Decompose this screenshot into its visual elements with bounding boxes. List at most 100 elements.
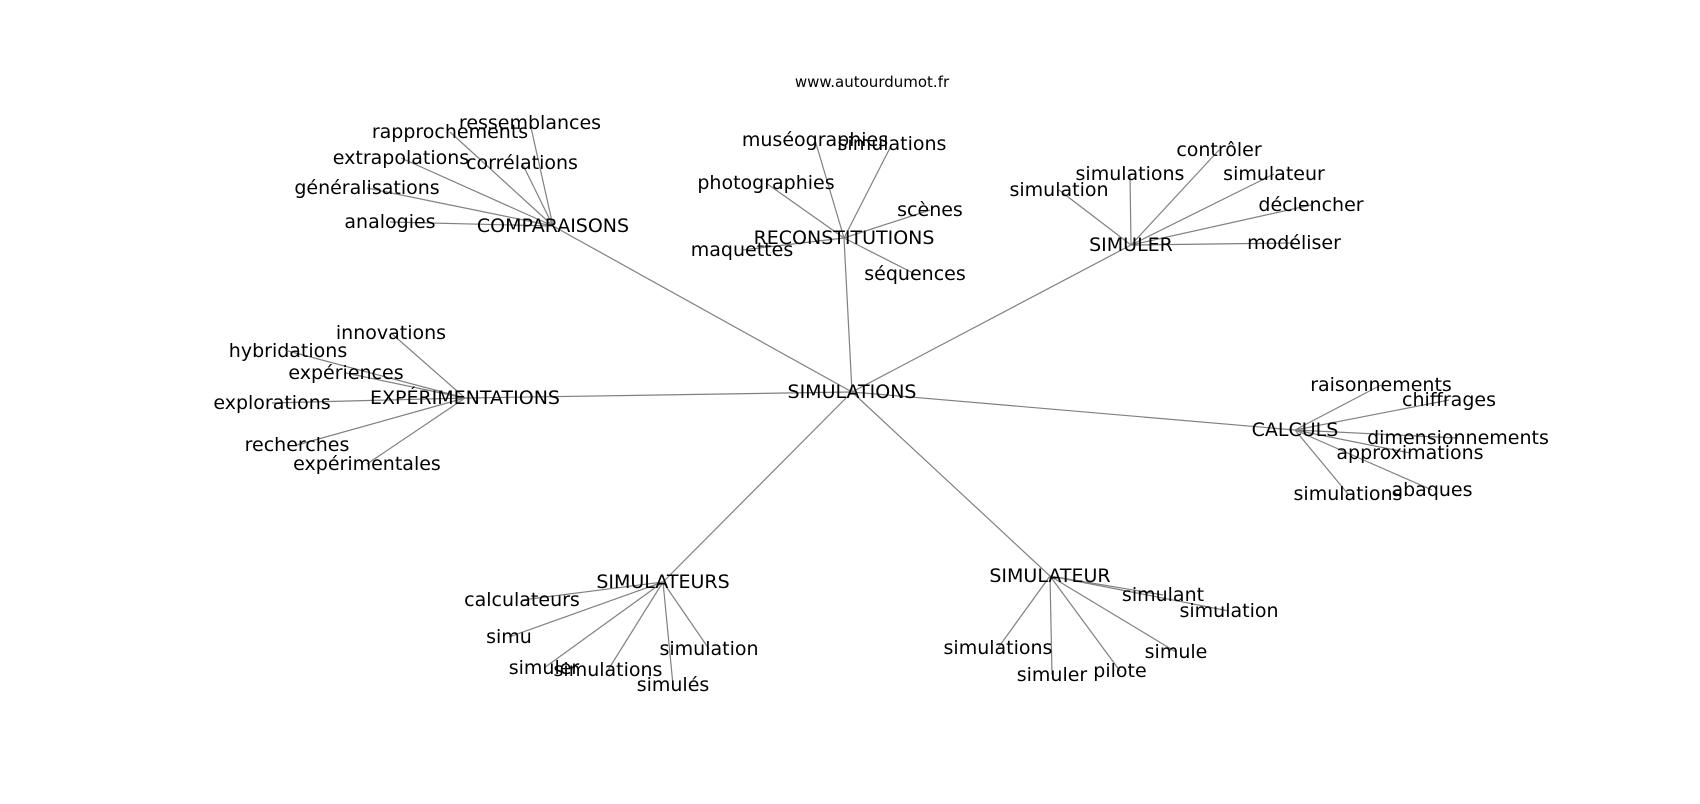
leaf-node-reconstitutions[interactable]: simulations: [838, 133, 947, 155]
edge-center-simuler: [851, 244, 1132, 393]
edge-comparaisons-leaf: [521, 162, 554, 227]
leaf-node-simulateurs[interactable]: simulation: [659, 638, 758, 660]
leaf-node-experimentations[interactable]: expériences: [288, 362, 403, 384]
edge-calculs-leaf: [1294, 429, 1411, 454]
edge-simulateur-leaf: [1049, 575, 1230, 612]
edge-calculs-leaf: [1294, 399, 1450, 431]
leaf-node-comparaisons[interactable]: généralisations: [294, 177, 439, 199]
leaf-node-comparaisons[interactable]: analogies: [344, 211, 435, 233]
leaf-node-simulateur[interactable]: simuler: [1017, 664, 1088, 686]
leaf-node-reconstitutions[interactable]: muséographies: [742, 129, 888, 151]
edge-comparaisons-leaf: [366, 187, 554, 227]
edge-comparaisons-leaf: [400, 157, 554, 227]
edge-simuler-leaf: [1130, 242, 1295, 246]
hub-node-calculs[interactable]: CALCULS: [1252, 419, 1339, 441]
edge-reconstitutions-leaf: [741, 237, 845, 251]
leaf-node-calculs[interactable]: raisonnements: [1310, 374, 1452, 396]
edge-comparaisons-leaf: [449, 131, 554, 227]
edge-simuler-leaf: [1129, 173, 1132, 246]
edge-simuler-leaf: [1058, 189, 1132, 246]
leaf-node-comparaisons[interactable]: ressemblances: [459, 112, 601, 134]
edge-reconstitutions-leaf: [814, 139, 845, 239]
leaf-node-experimentations[interactable]: hybridations: [229, 340, 347, 362]
edge-comparaisons-leaf: [389, 221, 554, 227]
leaf-node-calculs[interactable]: abaques: [1391, 479, 1472, 501]
edge-center-experimentations: [464, 391, 853, 399]
edge-reconstitutions-leaf: [765, 182, 845, 239]
leaf-node-simulateurs[interactable]: simu: [486, 626, 532, 648]
edge-center-calculs: [851, 391, 1296, 431]
leaf-node-calculs[interactable]: chiffrages: [1402, 389, 1496, 411]
edge-experimentations-leaf: [271, 397, 466, 404]
hub-node-comparaisons[interactable]: COMPARAISONS: [477, 215, 629, 237]
edge-simulateurs-leaf: [607, 581, 664, 671]
edge-calculs-leaf: [1294, 429, 1349, 495]
leaf-node-experimentations[interactable]: expérimentales: [293, 453, 441, 475]
edge-layer: [271, 122, 1459, 686]
leaf-node-calculs[interactable]: simulations: [1294, 483, 1403, 505]
leaf-node-simuler[interactable]: simulateur: [1223, 163, 1325, 185]
edge-simulateurs-leaf: [508, 581, 664, 638]
edge-simulateur-leaf: [997, 575, 1051, 649]
edge-center-simulateurs: [662, 391, 853, 583]
leaf-node-comparaisons[interactable]: corrélations: [466, 152, 578, 174]
edge-simuler-leaf: [1130, 149, 1220, 246]
edge-reconstitutions-leaf: [843, 143, 893, 239]
leaf-node-comparaisons[interactable]: rapprochements: [372, 121, 528, 143]
leaf-node-simuler[interactable]: contrôler: [1176, 139, 1262, 161]
leaf-node-simulateur[interactable]: simule: [1145, 641, 1208, 663]
hub-node-experimentations[interactable]: EXPÉRIMENTATIONS: [370, 386, 560, 409]
leaf-node-calculs[interactable]: dimensionnements: [1367, 427, 1549, 449]
watermark-text: www.autourdumot.fr: [795, 73, 950, 91]
edge-simulateurs-leaf: [662, 581, 674, 686]
center-node-label[interactable]: SIMULATIONS: [788, 381, 917, 403]
leaf-node-reconstitutions[interactable]: séquences: [864, 263, 965, 285]
leaf-node-reconstitutions[interactable]: maquettes: [691, 239, 793, 261]
leaf-node-experimentations[interactable]: recherches: [245, 434, 350, 456]
edge-simuler-leaf: [1130, 204, 1312, 246]
edge-center-comparaisons: [552, 225, 853, 393]
leaf-node-reconstitutions[interactable]: photographies: [697, 172, 834, 194]
edge-simulateurs-leaf: [662, 581, 710, 650]
hub-node-reconstitutions[interactable]: RECONSTITUTIONS: [754, 227, 935, 249]
leaf-node-experimentations[interactable]: innovations: [336, 322, 446, 344]
leaf-node-simulateurs[interactable]: simuler: [509, 657, 580, 679]
edge-simulateur-leaf: [1049, 575, 1121, 672]
leaf-node-simuler[interactable]: simulations: [1076, 163, 1185, 185]
leaf-node-simulateur[interactable]: pilote: [1093, 660, 1146, 682]
edge-experimentations-leaf: [390, 332, 466, 399]
edge-experimentations-leaf: [296, 397, 466, 446]
leaf-node-comparaisons[interactable]: extrapolations: [333, 147, 469, 169]
edge-comparaisons-leaf: [529, 122, 554, 227]
leaf-node-simuler[interactable]: simulation: [1009, 179, 1108, 201]
edge-calculs-leaf: [1294, 429, 1459, 439]
edge-calculs-leaf: [1294, 384, 1382, 431]
leaf-node-simulateurs[interactable]: simulations: [554, 659, 663, 681]
label-layer: SIMULATIONS COMPARAISONS ressemblancesrapp…: [213, 112, 1549, 696]
leaf-node-simulateur[interactable]: simulations: [944, 637, 1053, 659]
hub-node-simuler[interactable]: SIMULER: [1089, 234, 1173, 256]
leaf-node-experimentations[interactable]: explorations: [213, 392, 330, 414]
leaf-node-simulateur[interactable]: simulant: [1122, 584, 1204, 606]
leaf-node-simulateur[interactable]: simulation: [1179, 600, 1278, 622]
edge-experimentations-leaf: [366, 397, 466, 465]
edge-calculs-leaf: [1294, 429, 1433, 491]
hub-node-simulateurs[interactable]: SIMULATEURS: [596, 571, 729, 593]
leaf-node-reconstitutions[interactable]: scènes: [897, 199, 963, 221]
leaf-node-simulateurs[interactable]: simulés: [637, 674, 710, 696]
leaf-node-calculs[interactable]: approximations: [1336, 442, 1483, 464]
edge-reconstitutions-leaf: [843, 237, 916, 275]
hub-node-simulateur[interactable]: SIMULATEUR: [989, 565, 1110, 587]
edge-simulateur-leaf: [1049, 575, 1177, 653]
edge-center-simulateur: [851, 391, 1051, 577]
leaf-node-simulateurs[interactable]: calculateurs: [464, 589, 580, 611]
edge-center-reconstitutions: [843, 237, 853, 393]
leaf-node-simuler[interactable]: déclencher: [1258, 194, 1363, 216]
edge-simulateur-leaf: [1049, 575, 1053, 676]
leaf-node-simuler[interactable]: modéliser: [1247, 232, 1341, 254]
edge-reconstitutions-leaf: [843, 209, 931, 239]
edge-simulateurs-leaf: [543, 581, 664, 669]
edge-simuler-leaf: [1130, 173, 1275, 246]
